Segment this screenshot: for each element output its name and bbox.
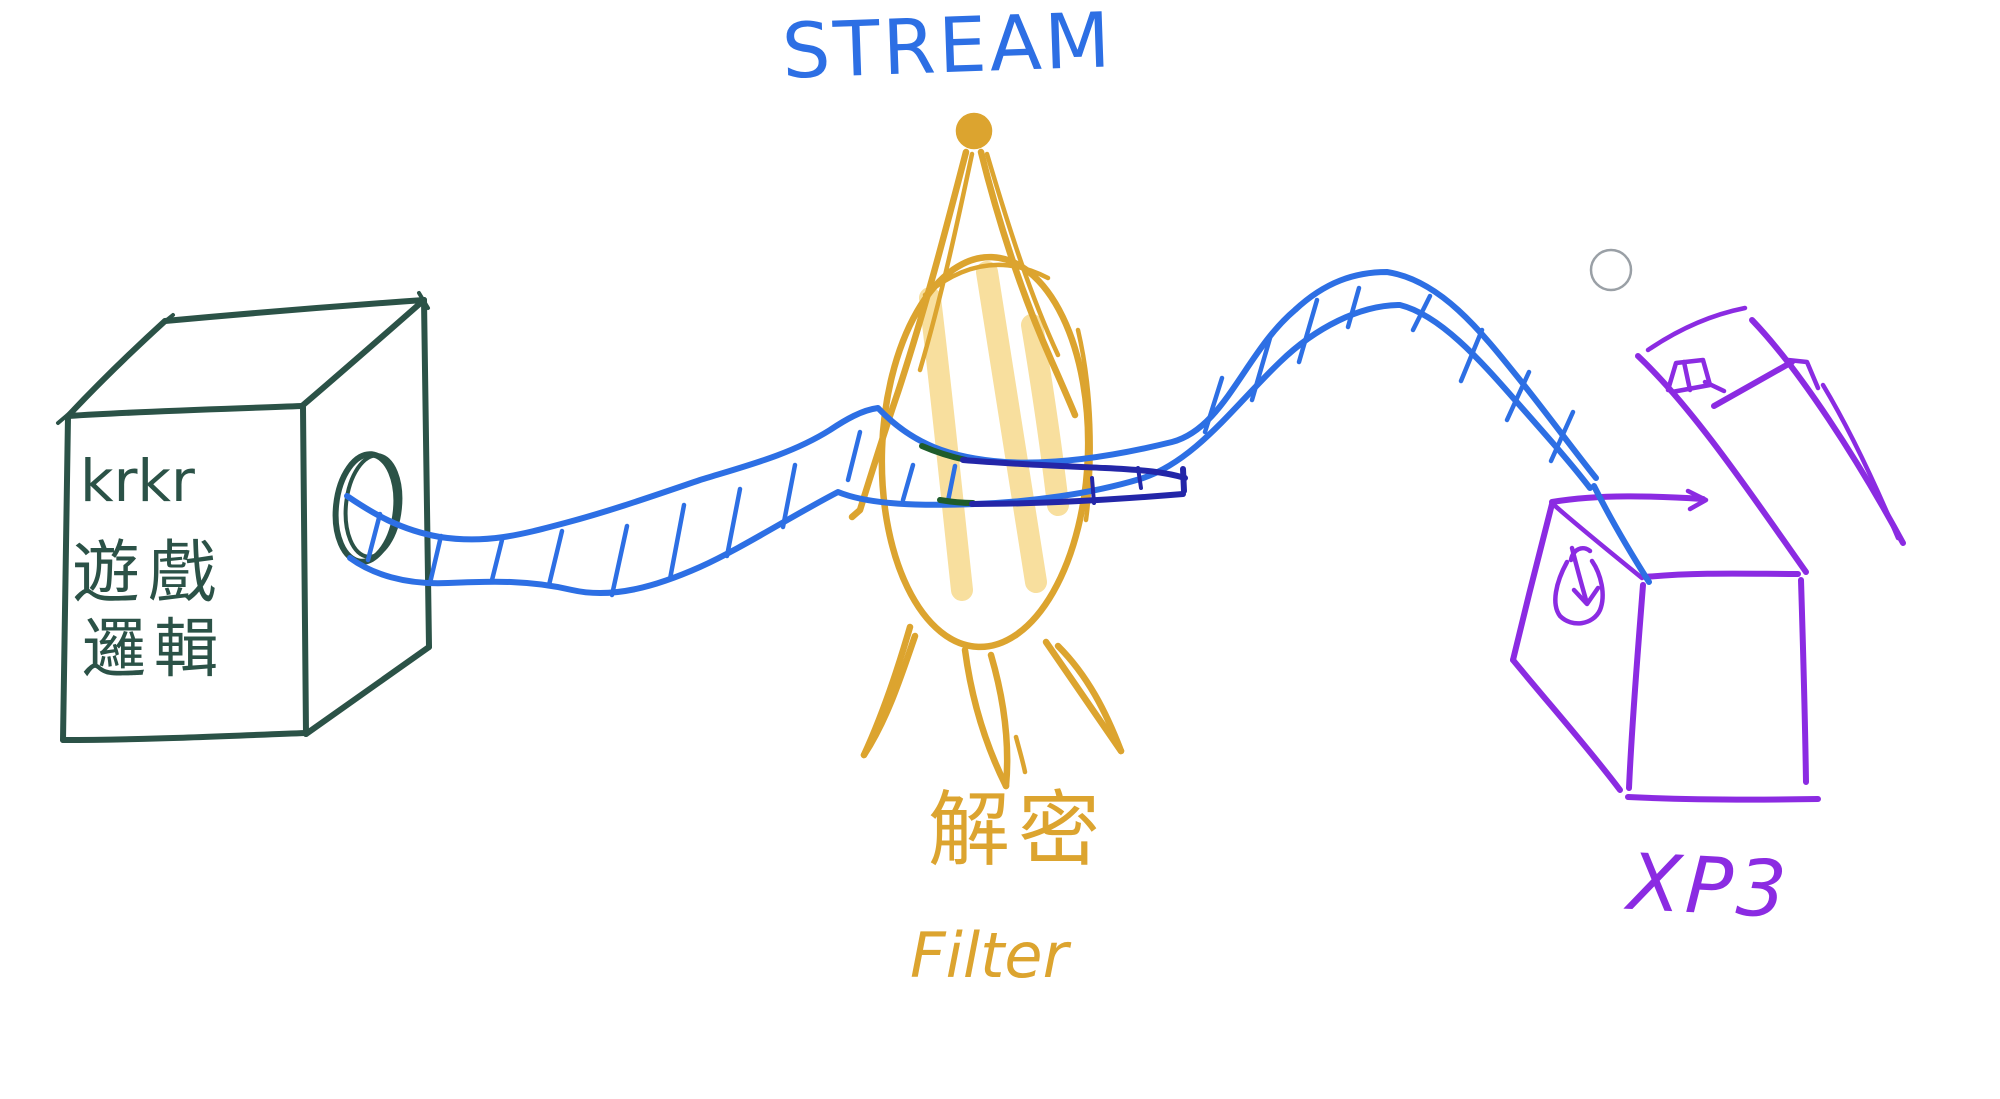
stream-decrypted-section [919,443,1188,507]
filter-label-en: Filter [910,919,1069,992]
stream-bottom-edge [347,302,1593,597]
lid-clasp [1665,357,1727,395]
stream-ribbon [344,269,1652,598]
small-circle [1589,248,1633,292]
krkr-box-title: krkr [80,447,195,515]
filter-top-knob [955,112,993,150]
padlock-icon [1553,545,1605,626]
krkr-box-label-line2: 遊戲 [72,534,225,613]
xp3-box-drawing [1510,305,1906,803]
stream-tail [1591,483,1652,585]
filter-label-cn: 解密 [928,783,1109,878]
stream-top-edge [344,269,1599,543]
stream-label: STREAM [780,0,1115,96]
xp3-body [1510,488,1821,803]
filter-highlights [919,261,1069,601]
stream-hatch-marks [365,285,1576,598]
decrypt-filter-drawing [848,112,1125,790]
xp3-box-label: XP3 [1625,837,1793,937]
xp3-lid [1635,305,1906,575]
krkr-box-label-line3: 邏輯 [82,613,226,687]
